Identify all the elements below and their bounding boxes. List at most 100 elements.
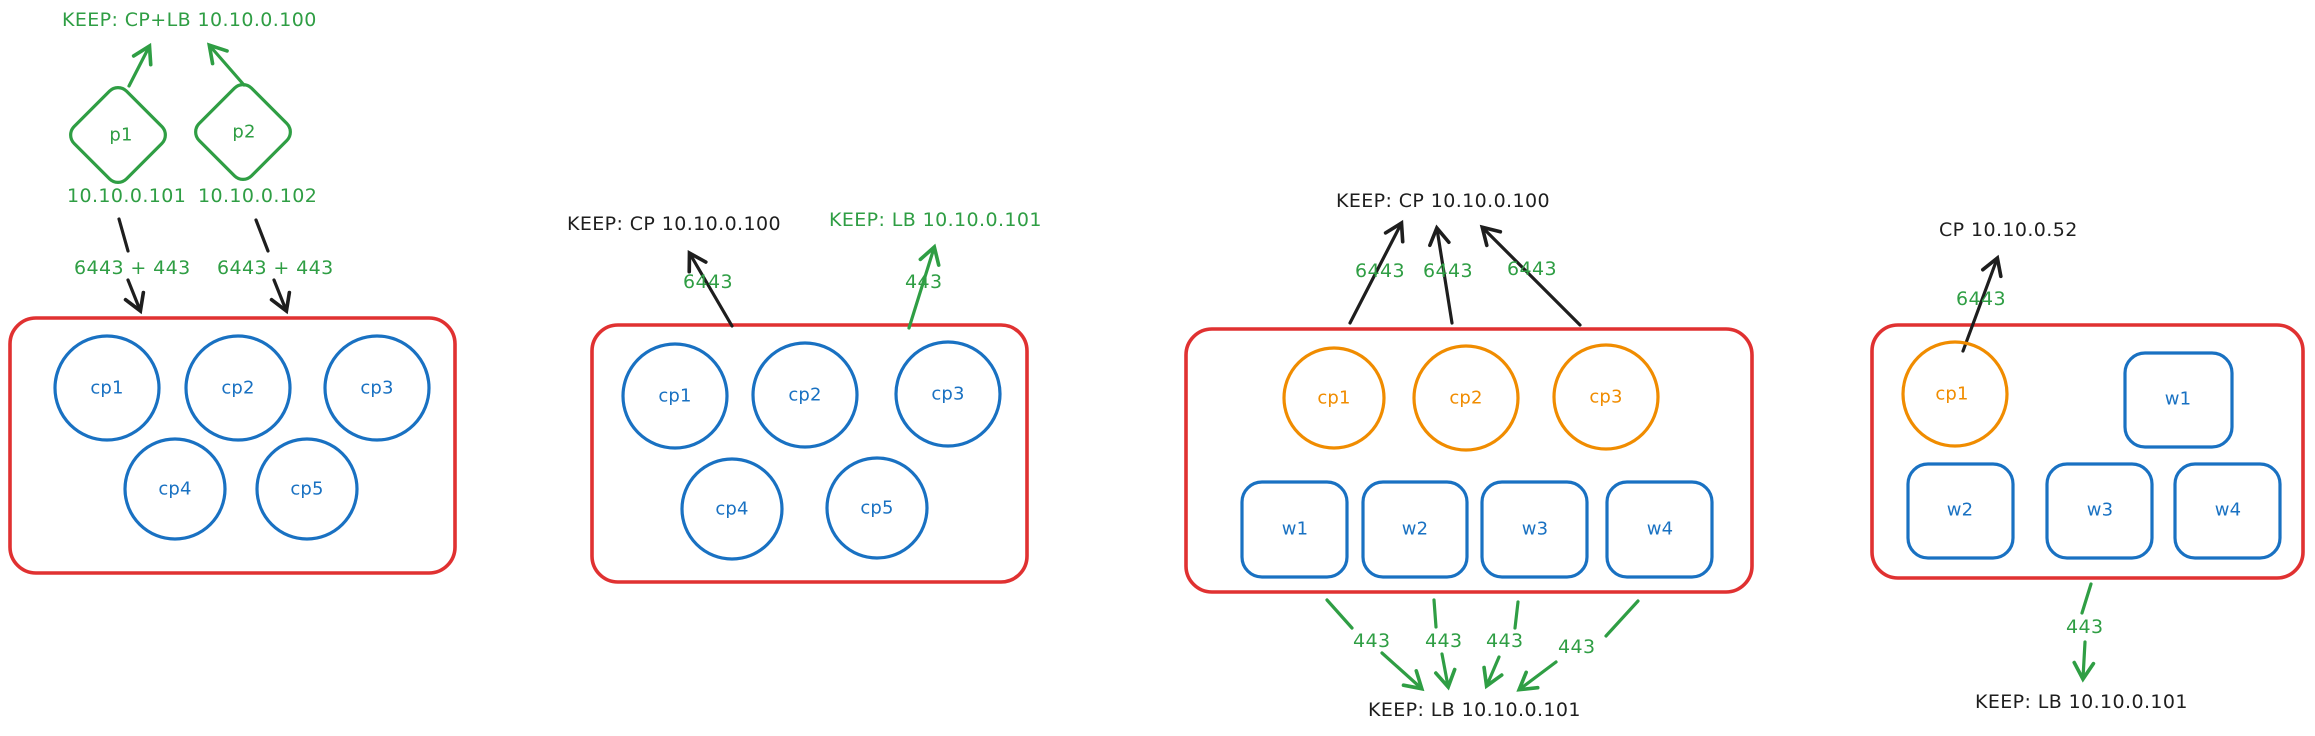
line-w3-down — [1513, 600, 1520, 630]
cp-ip-label-d4: CP 10.10.0.52 — [1939, 219, 2078, 241]
node-label-d1-cp3: cp3 — [360, 377, 394, 399]
arrow-ports2-to-box — [269, 278, 292, 315]
node-circle-d1-cp5 — [255, 437, 359, 541]
arrow-box-to-lb-vip — [907, 243, 941, 330]
node-label-d1-cp4: cp4 — [158, 478, 192, 500]
node-label-d4-cp1: cp1 — [1935, 383, 1969, 405]
node-label-d4-w1: w1 — [2164, 388, 2192, 410]
line-ip2-down — [254, 218, 270, 253]
node-circle-d1-cp1 — [53, 334, 161, 442]
cluster-box-3 — [1184, 327, 1754, 594]
node-label-d3-cp3: cp3 — [1589, 386, 1623, 408]
node-label-d3-w1: w1 — [1281, 518, 1309, 540]
cp-port-label-d3-3: 6443 — [1507, 258, 1557, 280]
arrow-w2-to-lb — [1433, 652, 1457, 691]
cluster-box-1 — [8, 316, 457, 575]
proxy-ip-p2: 10.10.0.102 — [198, 185, 318, 207]
cp-port-label-d2: 6443 — [683, 271, 733, 293]
arrow-box-to-cp-vip — [687, 250, 734, 328]
node-label-d3-cp2: cp2 — [1449, 387, 1483, 409]
diagram4-shapes — [1870, 254, 2305, 683]
node-label-d1-cp1: cp1 — [90, 377, 124, 399]
node-label-d2-cp4: cp4 — [715, 498, 749, 520]
cp-vip-label-d3: KEEP: CP 10.10.0.100 — [1336, 190, 1550, 212]
node-label-d4-w4: w4 — [2214, 499, 2242, 521]
arrow-w4-to-lb — [1516, 660, 1558, 692]
node-circle-d1-cp3 — [323, 334, 431, 442]
node-label-d3-w4: w4 — [1646, 518, 1674, 540]
worker-port-label-d3-3: 443 — [1486, 630, 1524, 652]
node-label-d3-cp1: cp1 — [1317, 387, 1351, 409]
vip-label-d1: KEEP: CP+LB 10.10.0.100 — [62, 9, 317, 31]
node-circle-d3-cp2 — [1412, 344, 1520, 452]
node-rect-d4-w3 — [2045, 462, 2154, 560]
arrow-p2-to-vip — [206, 42, 246, 87]
node-label-d1-cp2: cp2 — [221, 377, 255, 399]
worker-port-label-d3-1: 443 — [1353, 630, 1391, 652]
cp-port-label-d3-1: 6443 — [1355, 260, 1405, 282]
node-circle-d2-cp5 — [825, 456, 929, 560]
arrow-cp2-to-vip — [1428, 224, 1454, 325]
node-label-d3-w2: w2 — [1401, 518, 1429, 540]
arrow-w1-to-lb — [1380, 651, 1425, 692]
lb-vip-label-d4: KEEP: LB 10.10.0.101 — [1975, 691, 2188, 713]
cluster-box-4 — [1870, 323, 2305, 580]
proxy-diamond-p1 — [69, 86, 167, 184]
lb-vip-label-d2: KEEP: LB 10.10.0.101 — [829, 209, 1042, 231]
node-circle-d1-cp2 — [184, 334, 292, 442]
lb-port-label-d2: 443 — [905, 271, 943, 293]
node-rect-d3-w2 — [1361, 480, 1469, 579]
node-rect-d3-w1 — [1240, 480, 1349, 579]
arrow-p1-to-vip — [127, 42, 153, 88]
node-label-d2-cp2: cp2 — [788, 384, 822, 406]
node-circle-d2-cp2 — [751, 341, 859, 449]
lb-vip-label-d3: KEEP: LB 10.10.0.101 — [1368, 699, 1581, 721]
node-label-d2-cp1: cp1 — [658, 385, 692, 407]
node-label-d2-cp5: cp5 — [860, 497, 894, 519]
worker-port-label-d3-2: 443 — [1425, 630, 1463, 652]
node-label-d3-w3: w3 — [1521, 518, 1549, 540]
node-label-d4-w2: w2 — [1946, 499, 1974, 521]
node-rect-d4-w1 — [2123, 351, 2234, 449]
node-circle-d3-cp1 — [1282, 346, 1386, 450]
cp-port-label-d3-2: 6443 — [1423, 260, 1473, 282]
node-circle-d2-cp1 — [621, 342, 729, 450]
arrow-w3-to-lb — [1482, 655, 1504, 690]
node-rect-d4-w2 — [1906, 462, 2015, 560]
node-circle-d4-cp1 — [1901, 340, 2009, 448]
worker-port-label-d4: 443 — [2066, 616, 2104, 638]
cluster-box-2 — [590, 323, 1029, 584]
node-circle-d3-cp3 — [1552, 343, 1660, 451]
cp-port-label-d4: 6443 — [1956, 288, 2006, 310]
diagram3-shapes — [1184, 219, 1754, 692]
cp-vip-label-d2: KEEP: CP 10.10.0.100 — [567, 213, 781, 235]
node-rect-d3-w4 — [1605, 480, 1714, 579]
node-circle-d2-cp3 — [894, 340, 1002, 448]
arrow-cp3-to-vip — [1479, 224, 1582, 327]
proxy-ip-p1: 10.10.0.101 — [67, 185, 187, 207]
proxy-diamond-p2 — [194, 83, 292, 181]
worker-port-label-d3-4: 443 — [1558, 636, 1596, 658]
arrow-cp1-to-cp-ip — [1961, 254, 2003, 353]
node-label-d1-cp5: cp5 — [290, 478, 324, 500]
port-label-p2: 6443 + 443 — [217, 257, 334, 279]
node-label-d2-cp3: cp3 — [931, 383, 965, 405]
arrow-cp1-to-vip — [1348, 219, 1405, 325]
proxy-label-p1: p1 — [109, 124, 133, 146]
line-box4-down — [2080, 582, 2093, 615]
node-circle-d1-cp4 — [123, 437, 227, 541]
line-ip1-down — [117, 217, 130, 253]
line-w1-down — [1325, 598, 1354, 630]
proxy-label-p2: p2 — [232, 121, 256, 143]
diagram1-shapes — [8, 42, 457, 575]
node-label-d4-w3: w3 — [2086, 499, 2114, 521]
arrow-box4-to-lb — [2072, 640, 2096, 683]
diagram2-shapes — [590, 243, 1029, 584]
port-label-p1: 6443 + 443 — [74, 257, 191, 279]
arrow-ports1-to-box — [123, 278, 146, 315]
line-w4-down — [1604, 599, 1640, 638]
node-rect-d3-w3 — [1480, 480, 1589, 579]
node-rect-d4-w4 — [2173, 462, 2282, 560]
